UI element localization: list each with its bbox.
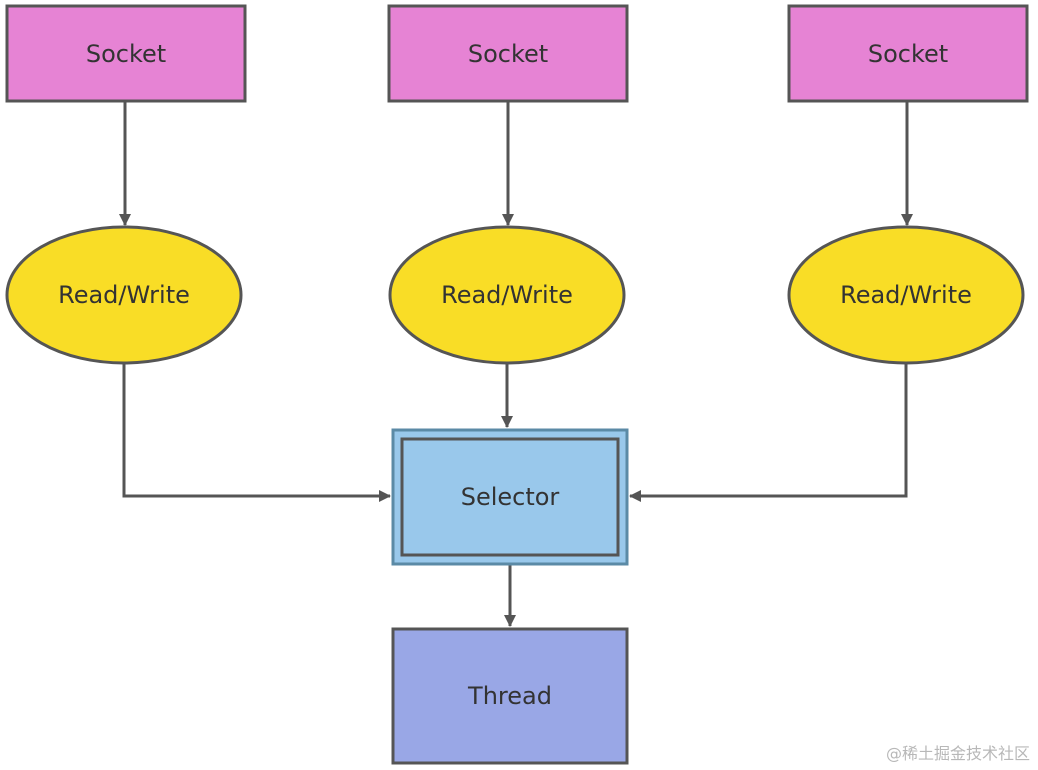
socket-box: [387, 4, 629, 103]
selector-node: Selector: [391, 428, 629, 566]
selector-outer-box: [391, 428, 629, 566]
socket-label: Socket: [86, 40, 166, 68]
channel-node-2: Read/Write: [388, 225, 626, 365]
channel-label: Read/Write: [441, 281, 573, 309]
socket-box: [5, 4, 247, 103]
arrow-channel-3-to-selector: [629, 364, 908, 502]
thread-box: [391, 627, 629, 765]
channel-label: Read/Write: [58, 281, 190, 309]
watermark-text: @稀土掘金技术社区: [885, 744, 1030, 763]
arrow-channel-1-to-selector: [122, 364, 391, 502]
selector-label: Selector: [461, 483, 560, 511]
socket-node-2: Socket: [387, 4, 629, 103]
channel-ellipse: [787, 225, 1025, 365]
channel-label: Read/Write: [840, 281, 972, 309]
thread-node: Thread: [391, 627, 629, 765]
thread-label: Thread: [467, 682, 552, 710]
channel-ellipse: [388, 225, 626, 365]
selector-inner-border: [400, 437, 620, 557]
channel-node-1: Read/Write: [5, 225, 243, 365]
channel-ellipse: [5, 225, 243, 365]
socket-box: [787, 4, 1029, 103]
socket-to-channel-arrows: [119, 102, 913, 226]
channel-to-selector-arrows: [122, 364, 908, 502]
socket-node-3: Socket: [787, 4, 1029, 103]
socket-label: Socket: [468, 40, 548, 68]
socket-node-1: Socket: [5, 4, 247, 103]
socket-label: Socket: [868, 40, 948, 68]
channel-node-3: Read/Write: [787, 225, 1025, 365]
